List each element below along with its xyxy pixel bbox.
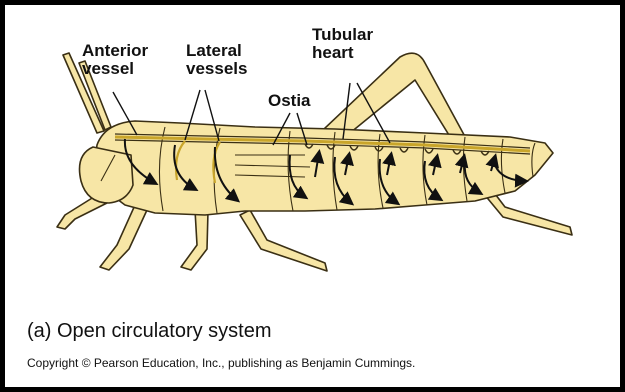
label-anterior-vessel-line-2: vessel xyxy=(82,60,148,78)
insect-head xyxy=(80,147,134,203)
label-anterior-vessel-line-1: Anterior xyxy=(82,42,148,60)
label-tubular-heart-line-2: heart xyxy=(312,44,373,62)
front-leg-2 xyxy=(100,205,147,270)
copyright-notice: Copyright © Pearson Education, Inc., pub… xyxy=(27,356,415,370)
label-lateral-vessels-line-1: Lateral xyxy=(186,42,247,60)
figure-caption: (a) Open circulatory system xyxy=(27,320,272,343)
label-ostia: Ostia xyxy=(268,92,311,110)
label-lateral-vessels-line-2: vessels xyxy=(186,60,247,78)
middle-leg xyxy=(181,210,208,270)
label-tubular-heart-line-1: Tubular xyxy=(312,26,373,44)
middle-leg-2 xyxy=(240,210,327,271)
